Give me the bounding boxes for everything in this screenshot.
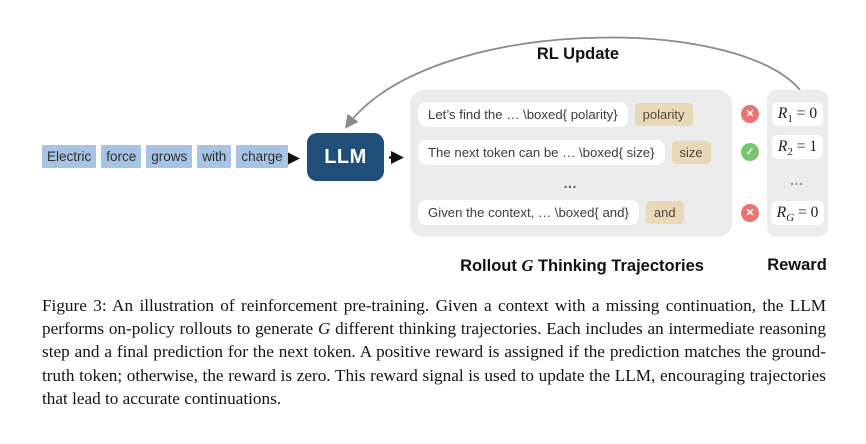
- context-token: with: [197, 145, 232, 168]
- figure-caption: Figure 3: An illustration of reinforceme…: [42, 294, 826, 410]
- context-token: grows: [146, 145, 193, 168]
- text-segment: different thinking trajectories. Each in…: [42, 319, 826, 408]
- incorrect-icon: ✕: [741, 105, 759, 123]
- reward-ellipsis: …: [789, 172, 806, 188]
- reward-equals-value: = 1: [792, 138, 818, 155]
- rl-update-label: RL Update: [536, 45, 620, 63]
- status-cell: ✓: [741, 137, 759, 167]
- reward-value: R1 = 0: [771, 102, 824, 126]
- context-token: Electric: [42, 145, 97, 168]
- reward-row: RG = 0: [770, 198, 825, 228]
- status-cell: ✕: [741, 99, 759, 129]
- correct-icon: ✓: [741, 143, 759, 162]
- reward-subscript: 1: [787, 113, 793, 126]
- reward-variable: R: [777, 105, 788, 122]
- reward-value: R2 = 1: [771, 135, 824, 159]
- reward-variable: R: [776, 204, 787, 221]
- context-token: force: [101, 145, 142, 168]
- predicted-token-tag: size: [671, 140, 711, 164]
- predicted-token-tag: polarity: [634, 102, 693, 126]
- reward-subscript: G: [786, 212, 795, 225]
- status-icons-column: ✕ ✓ ✕: [739, 90, 761, 237]
- predicted-token-tag: and: [645, 201, 684, 225]
- thinking-trajectory-text: The next token can be … \boxed{ size}: [418, 139, 665, 165]
- trajectories-ellipsis: …: [563, 174, 579, 191]
- incorrect-icon: ✕: [741, 203, 759, 222]
- text-segment: Rollout: [460, 257, 522, 275]
- reward-row: R1 = 0: [771, 99, 824, 129]
- reward-equals-value: = 0: [794, 204, 819, 221]
- llm-label: LLM: [324, 145, 367, 168]
- context-token: charge: [236, 145, 288, 168]
- rollouts-caption: Rollout G Thinking Trajectories: [412, 256, 752, 276]
- math-symbol: G: [521, 256, 534, 275]
- reward-variable: R: [777, 138, 788, 155]
- text-segment: Figure 3: An illustration of reinforceme…: [42, 296, 826, 339]
- llm-box: LLM: [307, 133, 384, 181]
- reward-row: R2 = 1: [771, 132, 824, 162]
- status-cell: ✕: [741, 198, 759, 228]
- reward-caption: Reward: [767, 256, 827, 274]
- trajectories-panel: Let’s find the … \boxed{ polarity}polari…: [410, 90, 732, 237]
- text-segment: Thinking Trajectories: [533, 257, 704, 275]
- thinking-trajectory-text: Given the context, … \boxed{ and}: [418, 200, 639, 226]
- trajectory-row: Let’s find the … \boxed{ polarity}polari…: [418, 99, 724, 129]
- trajectory-row: The next token can be … \boxed{ size}siz…: [418, 137, 724, 167]
- trajectory-row: Given the context, … \boxed{ and}and: [418, 198, 724, 228]
- math-symbol: G: [317, 319, 331, 339]
- thinking-trajectory-text: Let’s find the … \boxed{ polarity}: [418, 101, 628, 127]
- reward-equals-value: = 0: [792, 105, 818, 122]
- reward-subscript: 2: [787, 146, 793, 159]
- reward-value: RG = 0: [770, 201, 825, 225]
